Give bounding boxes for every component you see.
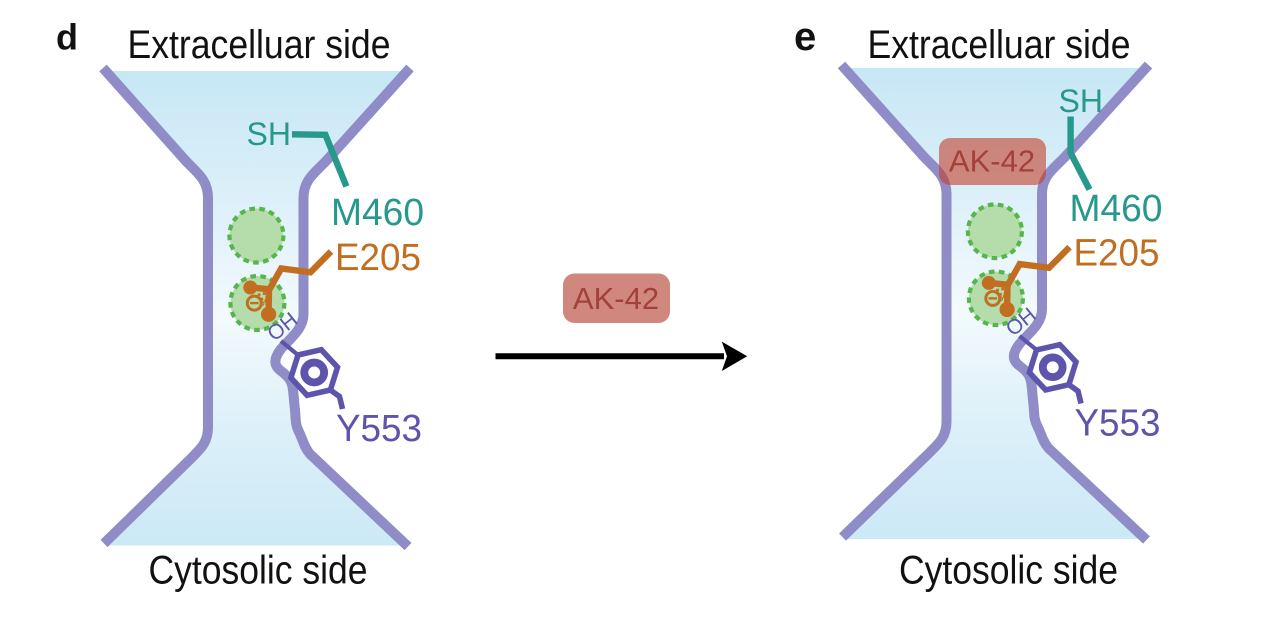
svg-text:SH: SH [1059, 83, 1103, 119]
svg-text:Extracelluar side: Extracelluar side [868, 23, 1131, 67]
svg-text:Extracelluar side: Extracelluar side [128, 23, 391, 67]
svg-text:AK-42: AK-42 [573, 281, 659, 316]
svg-text:Cytosolic side: Cytosolic side [899, 549, 1118, 593]
svg-text:Cytosolic side: Cytosolic side [149, 549, 368, 593]
svg-text:SH: SH [247, 116, 291, 152]
svg-text:e: e [794, 15, 816, 59]
svg-text:d: d [56, 17, 78, 58]
svg-text:AK-42: AK-42 [949, 144, 1035, 179]
